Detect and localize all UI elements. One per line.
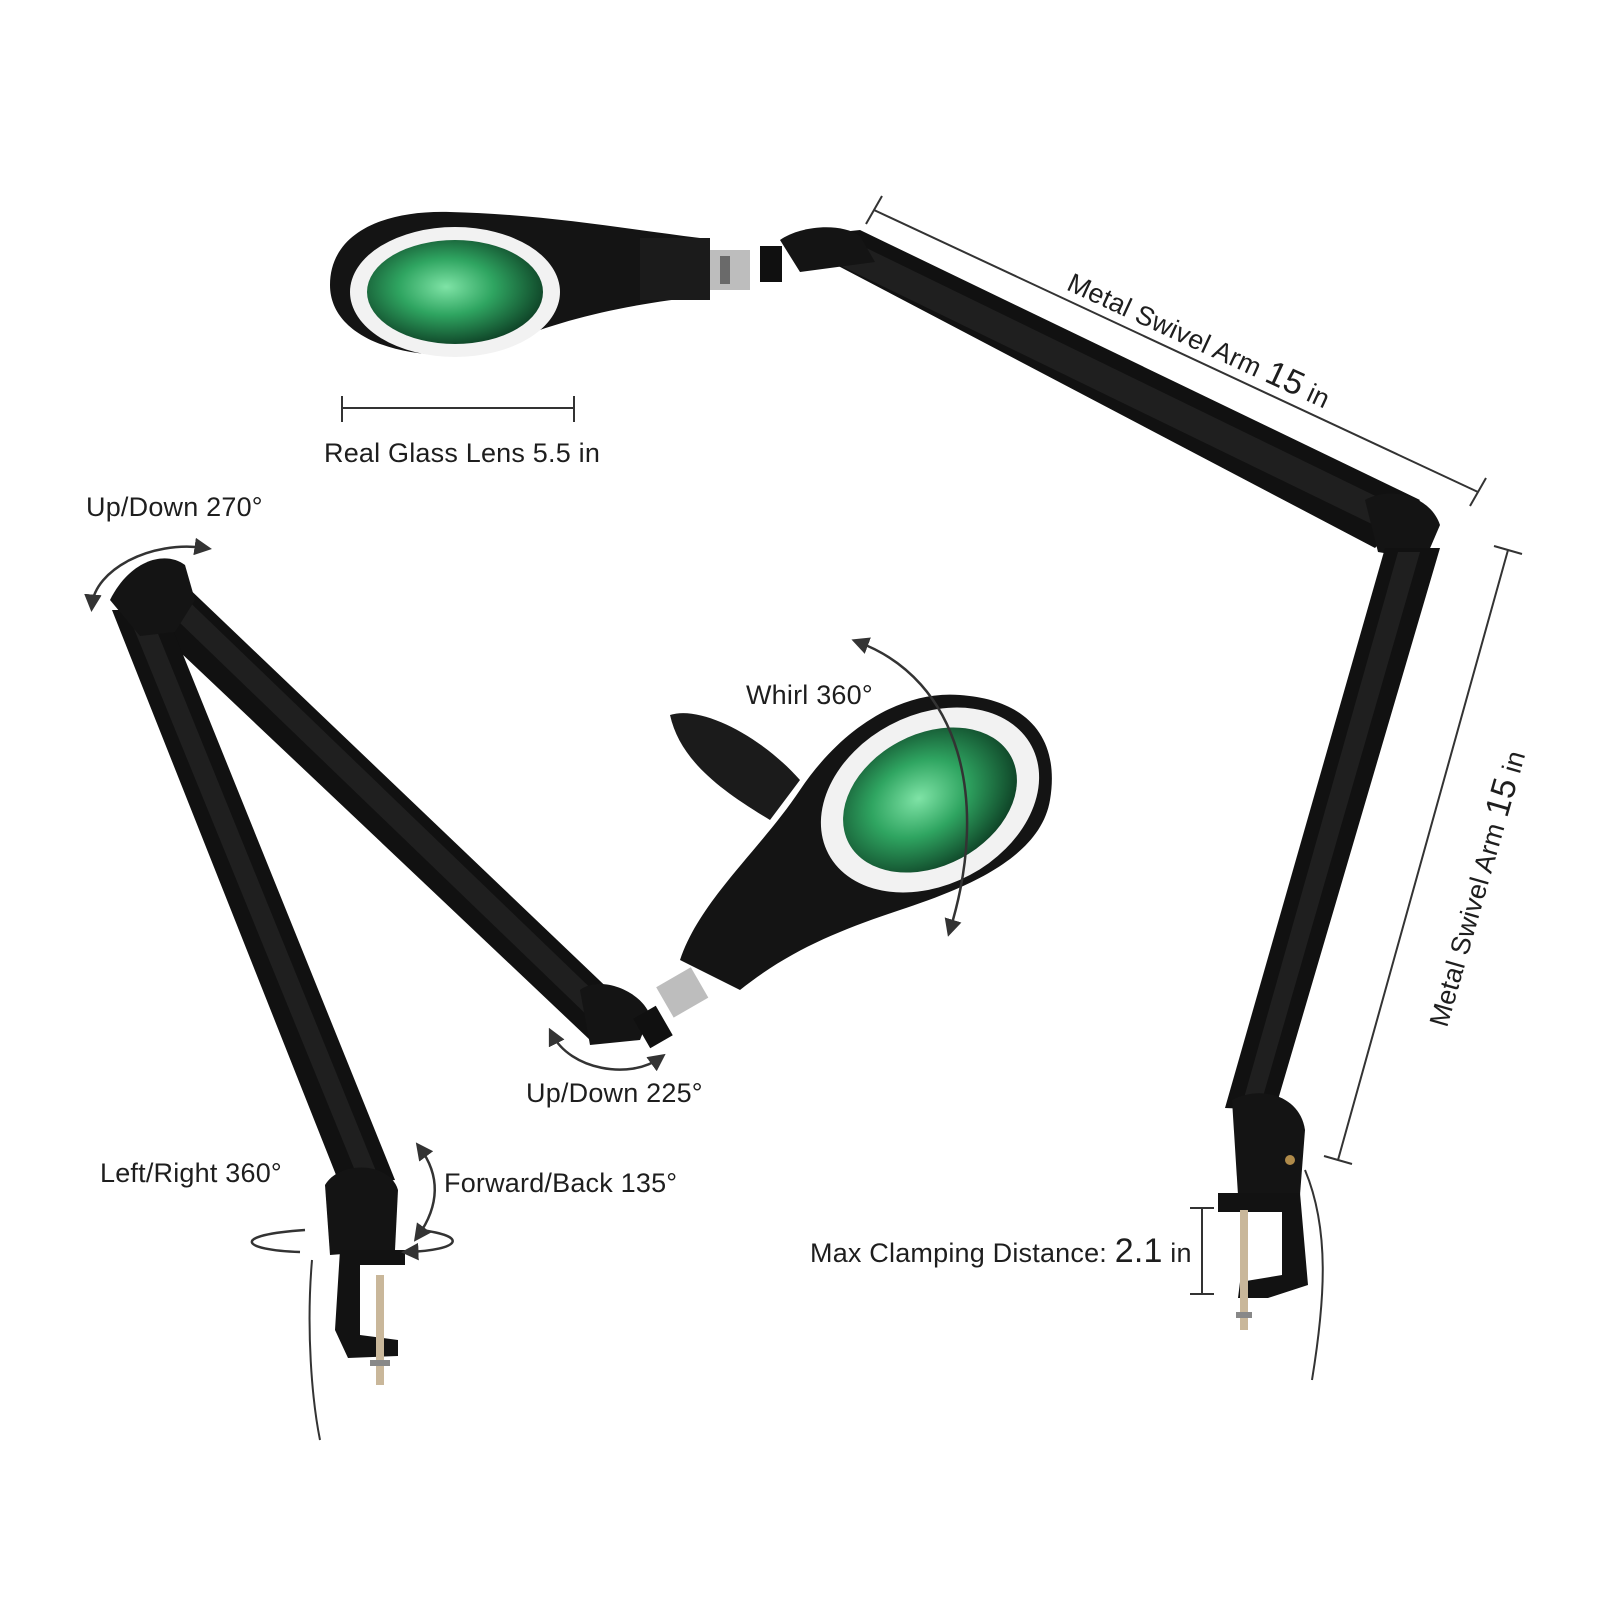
clamp-value: 2.1 (1114, 1232, 1163, 1270)
right-elbow-joint (1365, 493, 1440, 560)
top-hinge (710, 246, 782, 290)
clamp-dimension-line (1190, 1207, 1214, 1295)
left-head-joint (580, 984, 650, 1045)
arm-right-dimension-line (1323, 545, 1523, 1165)
clamp-prefix: Max Clamping Distance: (810, 1238, 1115, 1268)
whirl-360-arrow (851, 637, 969, 937)
whirl-360-label: Whirl 360° (746, 680, 873, 710)
right-upper-arm (780, 227, 1440, 560)
top-lens (367, 240, 543, 344)
head-neck (640, 238, 710, 300)
left-clamp (308, 1250, 405, 1441)
up-down-270-arrow (84, 537, 212, 612)
up-down-225-label: Up/Down 225° (526, 1078, 703, 1108)
lens-dimension-line (341, 396, 575, 422)
right-top-joint (780, 227, 875, 272)
clamp-unit: in (1162, 1238, 1192, 1268)
middle-head-shade (670, 713, 800, 820)
right-lower-arm (1225, 548, 1440, 1195)
left-right-360-label: Left/Right 360° (100, 1158, 282, 1188)
right-clamp (1218, 1169, 1324, 1381)
right-base-joint (1232, 1093, 1305, 1195)
left-base-joint (325, 1167, 398, 1255)
arm-top-dimension-line (865, 195, 1487, 507)
up-down-225-arrow (548, 1027, 666, 1072)
forward-back-135-arrow (413, 1142, 436, 1242)
clamp-distance-label: Max Clamping Distance: 2.1 in (810, 1232, 1192, 1271)
left-power-cord (308, 1259, 321, 1441)
middle-lamp-head (633, 694, 1052, 1049)
top-lamp-head (330, 211, 782, 357)
lens-size-label: Real Glass Lens 5.5 in (324, 438, 601, 468)
forward-back-135-label: Forward/Back 135° (444, 1168, 678, 1198)
up-down-270-label: Up/Down 270° (86, 492, 263, 522)
left-right-360-arrow (250, 1228, 454, 1252)
left-lamp-arms (110, 558, 650, 1255)
right-power-cord (1304, 1169, 1324, 1381)
